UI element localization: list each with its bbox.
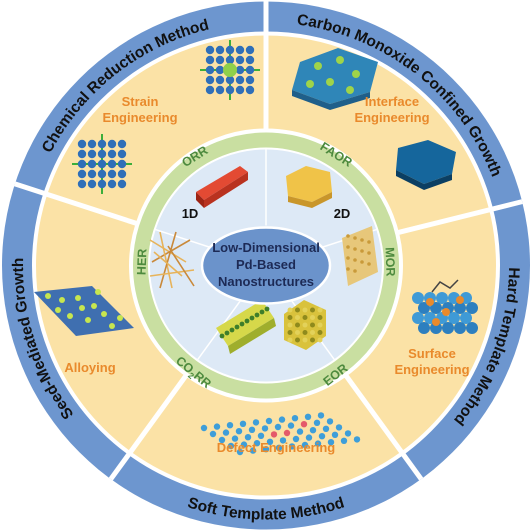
center-title-line2: Pd-Based bbox=[236, 257, 296, 272]
strategy-interface-line2: Engineering bbox=[354, 110, 429, 125]
strategy-interface-line1: Interface bbox=[365, 94, 419, 109]
nanorod-1d bbox=[196, 166, 248, 208]
strategy-surface-line1: Surface bbox=[408, 346, 456, 361]
defect-lattice-sheet bbox=[200, 412, 361, 456]
sector-divider bbox=[108, 373, 189, 481]
strategy-alloying: Alloying bbox=[64, 360, 115, 375]
strategy-defect: Defect Engineering bbox=[217, 440, 336, 455]
strategy-strain-line2: Engineering bbox=[102, 110, 177, 125]
dimension-2d-label: 2D bbox=[334, 206, 351, 221]
reaction-her: HER bbox=[135, 248, 150, 275]
nanotube-co2rr bbox=[216, 300, 276, 354]
sector-divider bbox=[343, 373, 424, 481]
surface-sphere-stack bbox=[412, 279, 478, 334]
nanoframe-eor bbox=[284, 300, 326, 350]
center-title-line3: Nanostructures bbox=[218, 274, 314, 289]
strategy-strain-line1: Strain bbox=[122, 94, 159, 109]
nanosheet-mor bbox=[342, 226, 378, 286]
interface-hexagon-plate bbox=[292, 48, 378, 110]
center-title-line1: Low-Dimensional bbox=[212, 240, 320, 255]
sector-divider bbox=[396, 199, 523, 236]
alloying-sheet bbox=[34, 286, 134, 336]
nanowire-network bbox=[149, 231, 195, 289]
strain-lattice-top bbox=[200, 40, 260, 100]
center-ellipse bbox=[200, 226, 332, 305]
dimension-1d-label: 1D bbox=[182, 206, 199, 221]
nanoplate-2d bbox=[286, 166, 332, 208]
strain-lattice-bottom bbox=[72, 134, 132, 194]
sector-dividers bbox=[14, 1, 523, 481]
strategy-surface-line2: Engineering bbox=[394, 362, 469, 377]
interface-hexagon-disc bbox=[396, 140, 456, 190]
reaction-mor: MOR bbox=[382, 247, 397, 277]
sector-divider bbox=[14, 181, 139, 227]
